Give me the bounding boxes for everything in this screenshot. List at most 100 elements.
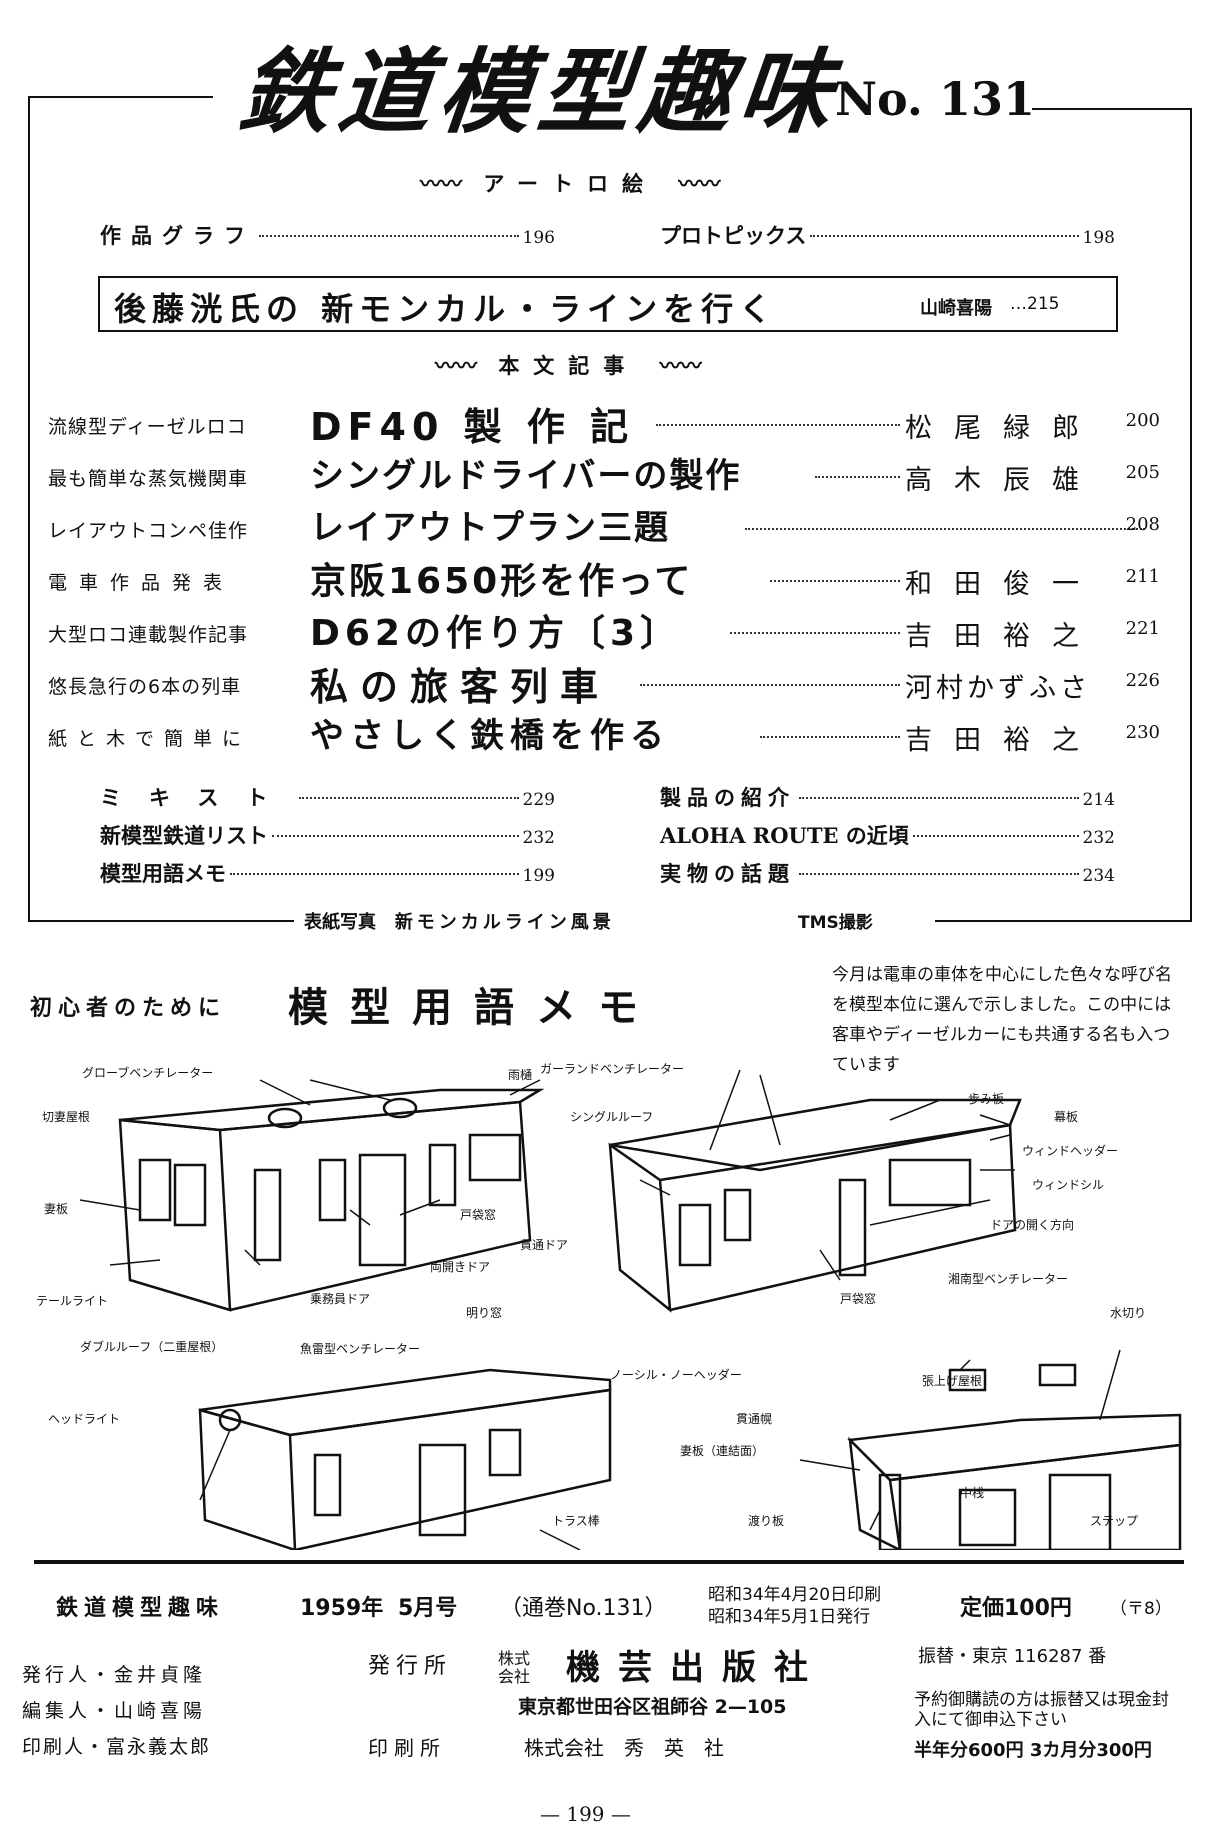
article-category: 紙と木で簡単に <box>48 728 252 750</box>
glossary-notes: 今月は電車の車体を中心にした色々な呼び名を模型本位に選んで示しました。この中には… <box>832 965 1172 1075</box>
toc-item[interactable]: 作品グラフ 196 <box>100 220 555 250</box>
train-diagram <box>79 1069 1182 1550</box>
article-title: D62の作り方〔3〕 <box>310 613 682 654</box>
diagram-label: ウィンドシル <box>1032 1178 1105 1192</box>
colophon-issued: 昭和34年5月1日発行 <box>708 1607 871 1627</box>
article-category: 大型ロコ連載製作記事 <box>48 624 249 646</box>
diagram-label: 中桟 <box>960 1486 985 1500</box>
diagram-label: グローブベンチレーター <box>82 1066 214 1080</box>
toc-item-page: 214 <box>1082 790 1115 810</box>
article-title: 私の旅客列車 <box>310 665 611 709</box>
diagram-label: 乗務員ドア <box>310 1292 371 1306</box>
publisher-name: 機芸出版社 <box>566 1648 826 1688</box>
frame-left <box>28 96 30 922</box>
colophon-price: 定価100円 <box>960 1596 1072 1621</box>
toc-item-page: 198 <box>1082 228 1115 248</box>
article-row[interactable]: 流線型ディーゼルロコ DF40 製 作 記 松尾緑郎 200 <box>40 396 1160 449</box>
diagram-label: 歩み板 <box>968 1092 1005 1106</box>
diagram-label: テールライト <box>36 1294 109 1308</box>
car2-front <box>608 1142 672 1313</box>
article-page: 226 <box>1125 670 1160 691</box>
feature-title: 後藤洸氏の 新モンカル・ラインを行く <box>114 290 778 328</box>
toc-item[interactable]: ALOHA ROUTE の近頃 232 <box>660 820 1115 850</box>
publisher-person: 発行人・金井貞隆 <box>22 1664 207 1686</box>
toc-item[interactable]: 新模型鉄道リスト 232 <box>100 820 555 850</box>
frame-right <box>1190 108 1192 922</box>
leader-dots <box>799 873 1079 875</box>
colophon-printed: 昭和34年4月20日印刷 <box>708 1585 882 1605</box>
leader-dots <box>770 580 900 582</box>
diagram-label: ノーシル・ノーヘッダー <box>610 1368 742 1382</box>
diagram-label: 戸袋窓 <box>840 1292 877 1306</box>
toc-item-label: 製品の紹介 <box>660 786 795 810</box>
article-title: DF40 製 作 記 <box>310 405 635 449</box>
article-row[interactable]: レイアウトコンペ佳作 レイアウトプラン三題 208 <box>40 500 1160 552</box>
toc-item[interactable]: プロトピックス 198 <box>660 220 1115 250</box>
frame-top-right <box>1032 108 1192 110</box>
car3-front <box>198 1408 297 1550</box>
car4-front <box>848 1436 902 1550</box>
leader-dots <box>259 235 519 237</box>
article-row[interactable]: 紙と木で簡単に やさしく鉄橋を作る 吉田裕之 230 <box>40 708 1160 760</box>
diagram-label: 水切り <box>1110 1306 1147 1320</box>
diagram-label: 貫通ドア <box>520 1238 569 1252</box>
toc-item-label: ミキスト <box>100 786 296 810</box>
frame-top-left <box>28 96 213 98</box>
article-row[interactable]: 大型ロコ連載製作記事 D62の作り方〔3〕 吉田裕之 221 <box>40 604 1160 656</box>
toc-item[interactable]: 製品の紹介 214 <box>660 782 1115 812</box>
diagram-label: 切妻屋根 <box>42 1110 91 1124</box>
cover-caption-label: 表紙写真 <box>304 912 376 933</box>
leader-dots <box>299 797 519 799</box>
article-author: 高木辰雄 <box>905 465 1101 496</box>
subscription-note: 予約御購読の方は振替又は現金封入にて御申込下さい <box>914 1690 1169 1730</box>
issue-number: No. 131 <box>835 72 1035 126</box>
toc-item[interactable]: 実物の話題 234 <box>660 858 1115 888</box>
cover-caption: 表紙写真 新モンカルライン風景 <box>304 908 615 934</box>
colophon-year: 1959年 <box>300 1596 384 1621</box>
car4-side <box>889 1443 1182 1550</box>
car4-roof <box>847 1413 1182 1482</box>
diagram-label: 両開きドア <box>430 1260 491 1274</box>
diagram-label: ステップ <box>1090 1514 1139 1528</box>
article-row[interactable]: 悠長急行の6本の列車 私の旅客列車 河村かずふさ 226 <box>40 656 1160 709</box>
article-category: 悠長急行の6本の列車 <box>48 676 242 698</box>
toc-item-page: 199 <box>522 866 555 886</box>
diagram-label: 雨樋 <box>508 1068 533 1082</box>
article-title: レイアウトプラン三題 <box>310 508 670 548</box>
diagram-label: 渡り板 <box>748 1514 785 1528</box>
printer-label: 印刷所 <box>368 1736 446 1760</box>
article-author: 吉田裕之 <box>905 621 1101 652</box>
article-author: 松尾緑郎 <box>905 413 1101 444</box>
article-title: シングルドライバーの製作 <box>310 456 742 496</box>
diagram-label: 妻板 <box>44 1202 69 1216</box>
leader-dots <box>640 684 900 686</box>
toc-item-label: 実物の話題 <box>660 862 795 886</box>
feature-article-box[interactable]: 後藤洸氏の 新モンカル・ラインを行く 山崎喜陽 …215 <box>98 276 1118 332</box>
article-author: 和田俊一 <box>905 569 1101 600</box>
frame-bottom-right <box>935 920 1192 922</box>
toc-item-label: 作品グラフ <box>100 224 255 248</box>
colophon-month: 5月号 <box>398 1596 458 1621</box>
toc-item[interactable]: 模型用語メモ 199 <box>100 858 555 888</box>
toc-item-label: 新模型鉄道リスト <box>100 824 268 848</box>
publisher-type: 株式会社 <box>498 1649 531 1686</box>
toc-item-page: 232 <box>522 828 555 848</box>
car3-side <box>289 1388 612 1550</box>
diagram-label: 明り窓 <box>466 1306 503 1320</box>
toc-item-page: 196 <box>522 228 555 248</box>
leader-dots <box>230 873 519 875</box>
toc-item[interactable]: ミキスト 229 <box>100 782 555 812</box>
article-row[interactable]: 最も簡単な蒸気機関車 シングルドライバーの製作 高木辰雄 205 <box>40 448 1160 500</box>
diagram-label: ヘッドライト <box>48 1412 121 1426</box>
article-category: 流線型ディーゼルロコ <box>48 416 247 438</box>
article-page: 221 <box>1125 618 1160 639</box>
transfer-account: 振替・東京 116287 番 <box>918 1646 1107 1667</box>
page-number: — 199 — <box>540 1802 631 1826</box>
diagram-label: 戸袋窓 <box>460 1208 497 1222</box>
article-page: 208 <box>1125 514 1160 535</box>
toc-item-page: 229 <box>522 790 555 810</box>
colophon-rule <box>34 1560 1184 1564</box>
car1-side <box>219 1100 532 1312</box>
article-row[interactable]: 電車作品発表 京阪1650形を作って 和田俊一 211 <box>40 552 1160 604</box>
article-author: 吉田裕之 <box>905 725 1101 756</box>
